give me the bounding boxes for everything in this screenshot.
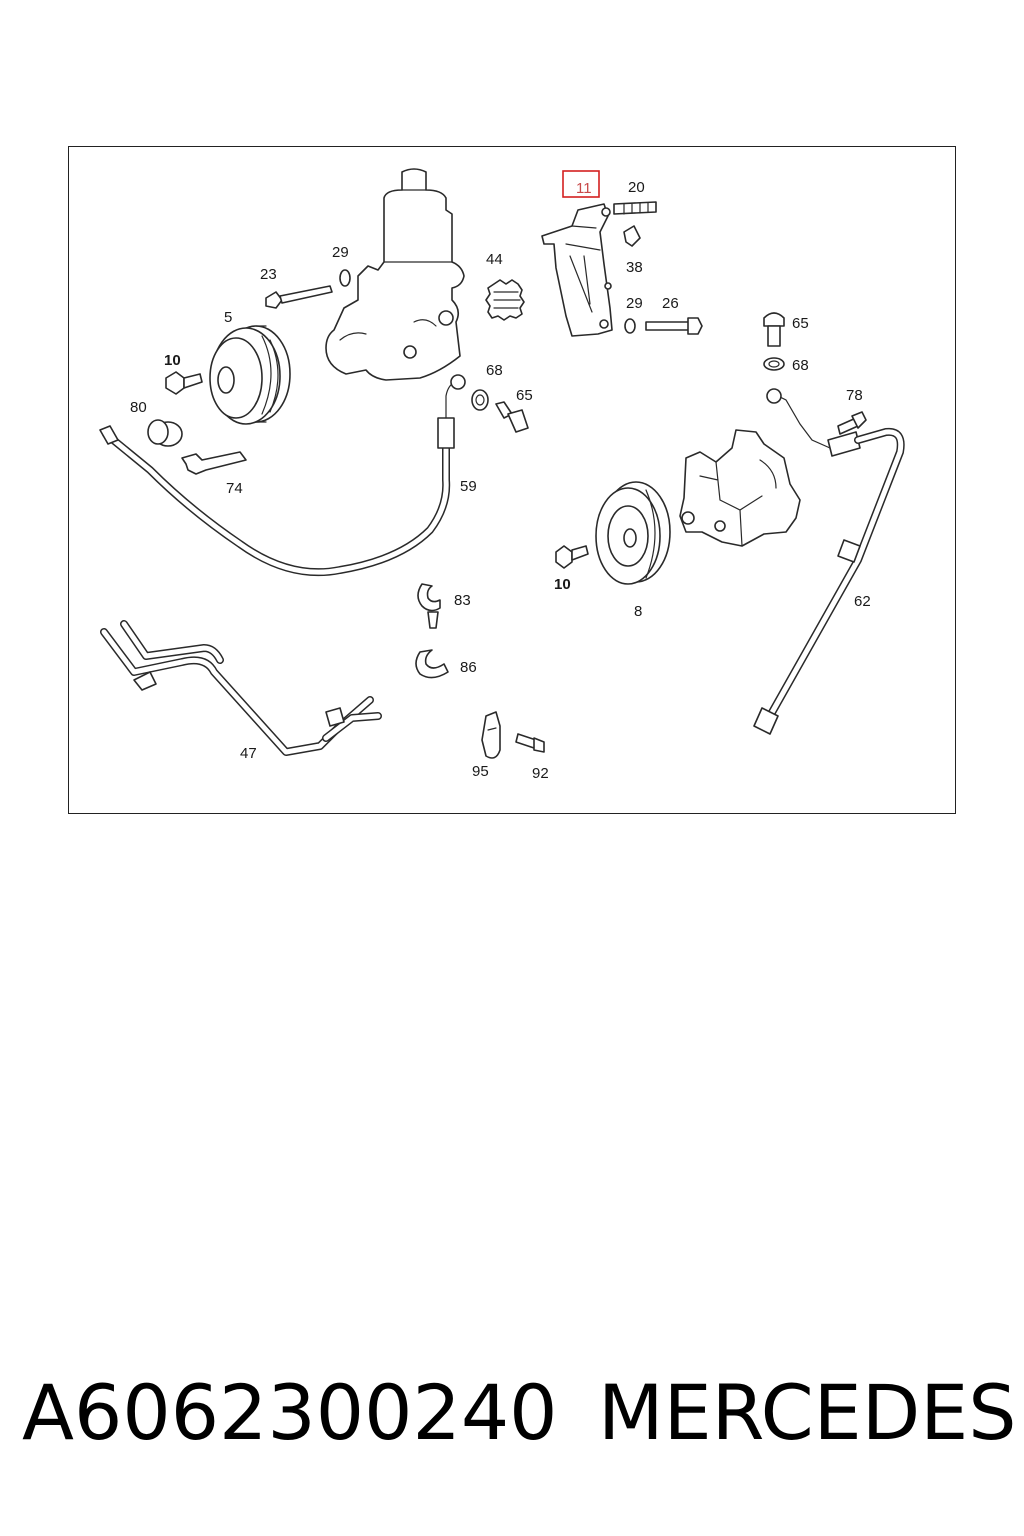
brand-name: MERCEDES: [598, 1368, 1017, 1457]
callout-74: 74: [226, 480, 243, 497]
part-59-hose: [99, 374, 466, 577]
part-23-bolt: [265, 285, 333, 309]
callout-29-upper: 29: [332, 244, 349, 261]
part-62-hose: [753, 388, 905, 735]
part-29-washer-right: [624, 318, 636, 334]
callout-65-mid: 65: [516, 387, 533, 404]
part-5-pulley: [209, 325, 291, 425]
callout-59: 59: [460, 478, 477, 495]
callout-23: 23: [260, 266, 277, 283]
callout-80: 80: [130, 399, 147, 416]
steering-pump-upper: [325, 168, 465, 381]
diagram-frame: [68, 146, 956, 814]
part-number: A6062300240: [22, 1368, 558, 1457]
part-11-bracket: [541, 203, 613, 337]
callout-78: 78: [846, 387, 863, 404]
part-74-bracket: [181, 451, 247, 475]
callout-26: 26: [662, 295, 679, 312]
part-65-bolt-mid: [495, 401, 529, 433]
callout-95: 95: [472, 763, 489, 780]
part-26-bolt: [645, 317, 703, 335]
highlight-box: [562, 170, 600, 198]
part-95-clip: [481, 711, 501, 759]
callout-86: 86: [460, 659, 477, 676]
part-10-bolt-left: [165, 371, 203, 395]
part-47-pipe: [100, 620, 382, 756]
part-68-washer-mid: [471, 389, 489, 411]
footer: A6062300240 MERCEDES: [0, 1368, 1024, 1478]
callout-47: 47: [240, 745, 257, 762]
part-78-bolt: [837, 411, 867, 435]
part-86-clamp: [415, 649, 449, 679]
callout-5: 5: [224, 309, 232, 326]
callout-8: 8: [634, 603, 642, 620]
callout-38: 38: [626, 259, 643, 276]
callout-29-right: 29: [626, 295, 643, 312]
callout-11: 11: [576, 180, 592, 197]
part-29-washer-upper: [339, 269, 351, 287]
callout-10-right: 10: [554, 576, 571, 593]
callout-44: 44: [486, 251, 503, 268]
callout-68-right: 68: [792, 357, 809, 374]
callout-92: 92: [532, 765, 549, 782]
callout-83: 83: [454, 592, 471, 609]
callout-65-right: 65: [792, 315, 809, 332]
part-44-gear: [485, 279, 525, 321]
part-10-bolt-right: [555, 545, 589, 569]
callout-20: 20: [628, 179, 645, 196]
part-65-bolt-right: [763, 312, 785, 347]
steering-pump-lower: [679, 429, 801, 547]
part-20-stud: [613, 201, 657, 215]
part-8-pulley: [595, 481, 671, 585]
part-92-bolt: [515, 733, 545, 753]
callout-62: 62: [854, 593, 871, 610]
part-80-bushing: [147, 419, 183, 447]
part-83-clamp: [417, 583, 441, 629]
callout-68-mid: 68: [486, 362, 503, 379]
callout-10-left: 10: [164, 352, 181, 369]
part-68-washer-right: [763, 357, 785, 371]
part-38-nut: [623, 225, 641, 247]
